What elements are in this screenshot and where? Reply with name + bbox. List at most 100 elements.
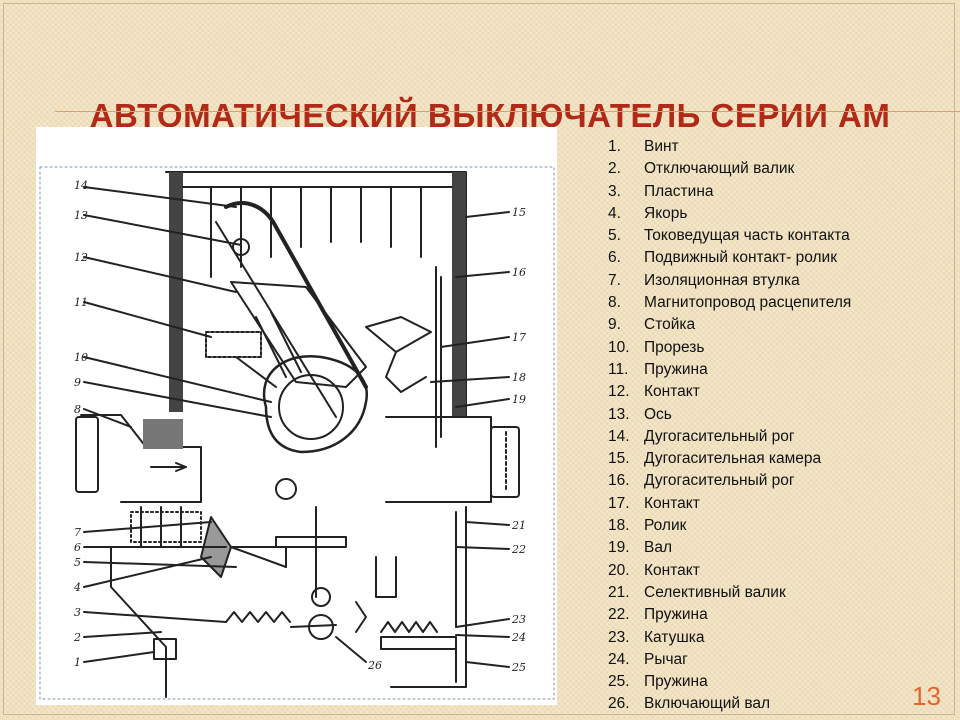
list-item: 3. Пластина	[608, 181, 851, 203]
list-item-number: 13.	[608, 405, 630, 423]
callout-22: 22	[511, 543, 526, 556]
list-item-number: 6.	[608, 249, 621, 267]
callout-8: 8	[74, 403, 81, 416]
callout-21: 21	[511, 519, 526, 532]
list-item-label: Селективный валик	[644, 583, 786, 601]
callout-17: 17	[512, 331, 526, 344]
list-item-label: Контакт	[644, 494, 700, 512]
list-item-label: Пружина	[644, 360, 708, 378]
list-item-number: 3.	[608, 182, 621, 200]
callout-13: 13	[74, 209, 88, 222]
list-item-number: 5.	[608, 227, 621, 245]
callout-9: 9	[74, 376, 81, 389]
list-item: 25. Пружина	[608, 671, 851, 693]
list-item-number: 12.	[608, 383, 630, 401]
list-item-label: Контакт	[644, 383, 700, 401]
list-item-label: Вал	[644, 539, 673, 557]
list-item: 14. Дугогасительный рог	[608, 426, 851, 448]
list-item: 21. Селективный валик	[608, 582, 851, 604]
list-item: 7.Изоляционная втулка	[608, 270, 851, 292]
list-item-number: 4.	[608, 204, 621, 222]
list-item: 16. Дугогасительный рог	[608, 470, 851, 492]
list-item-label: Подвижный контакт- ролик	[644, 249, 837, 267]
list-item: 15. Дугогасительная камера	[608, 448, 851, 470]
callout-11: 11	[74, 296, 88, 309]
callout-3: 3	[74, 606, 81, 619]
list-item-number: 21.	[608, 583, 630, 601]
list-item-label: Контакт	[644, 561, 700, 579]
list-item-label: Пружина	[644, 673, 708, 691]
list-item-label: Магнитопровод расцепителя	[644, 294, 852, 312]
list-item-number: 22.	[608, 606, 630, 624]
callout-23: 23	[511, 613, 526, 626]
list-item-number: 9.	[608, 316, 621, 334]
list-item-label: Стойка	[644, 316, 696, 334]
callout-16: 16	[512, 266, 526, 279]
callout-14: 14	[74, 179, 88, 192]
page-number: 13	[912, 681, 941, 711]
parts-list: 1. Винт 2. Отключающий валик 3. Пластина 4. Яко…	[608, 136, 851, 716]
list-item-label: Якорь	[644, 204, 688, 222]
list-item-number: 25.	[608, 673, 630, 691]
list-item-label: Рычаг	[644, 650, 688, 668]
list-item-number: 20.	[608, 561, 630, 579]
list-item: 12. Контакт	[608, 381, 851, 403]
list-item-label: Пружина	[644, 606, 708, 624]
list-item-number: 19.	[608, 539, 630, 557]
list-item-label: Дугогасительная камера	[644, 450, 822, 468]
callout-1: 1	[74, 656, 81, 669]
list-item-label: Дугогасительный рог	[644, 427, 795, 445]
list-item-label: Отключающий валик	[644, 160, 795, 178]
list-item-number: 8.	[608, 294, 621, 312]
callout-2: 2	[73, 631, 81, 644]
list-item: 9. Стойка	[608, 314, 851, 336]
callout-15: 15	[512, 206, 526, 219]
callout-24: 24	[511, 631, 526, 644]
slide-frame	[3, 3, 955, 715]
list-item: 5. Токоведущая часть контакта	[608, 225, 851, 247]
list-item-number: 16.	[608, 472, 630, 490]
list-item-number: 7.	[608, 271, 621, 289]
list-item-label: Ролик	[644, 517, 687, 535]
breaker-diagram: 14 13 12 11 10 9 8 7 6 5 4 3 2 1 15 16 1…	[36, 127, 557, 705]
callout-5: 5	[74, 556, 81, 569]
list-item: 19. Вал	[608, 537, 851, 559]
list-item-label: Пластина	[644, 182, 714, 200]
list-item-number: 14.	[608, 427, 630, 445]
title-underline	[55, 111, 960, 112]
callout-26: 26	[367, 659, 382, 672]
list-item-number: 23.	[608, 628, 630, 646]
list-item-label: Токоведущая часть контакта	[644, 227, 850, 245]
list-item-number: 24.	[608, 650, 630, 668]
list-item-label: Катушка	[644, 628, 705, 646]
list-item: 26. Включающий вал	[608, 693, 851, 715]
list-item: 17.Контакт	[608, 493, 851, 515]
list-item: 8. Магнитопровод расцепителя	[608, 292, 851, 314]
breaker-diagram-drawing: 14 13 12 11 10 9 8 7 6 5 4 3 2 1 15 16 1…	[39, 166, 555, 700]
list-item-number: 15.	[608, 450, 630, 468]
list-item: 24. Рычаг	[608, 649, 851, 671]
list-item: 22. Пружина	[608, 604, 851, 626]
callout-10: 10	[74, 351, 88, 364]
list-item-label: Дугогасительный рог	[644, 472, 795, 490]
list-item-number: 11.	[608, 360, 629, 378]
list-item: 18. Ролик	[608, 515, 851, 537]
list-item: 20. Контакт	[608, 560, 851, 582]
list-item-number: 2.	[608, 160, 621, 178]
list-item-number: 18.	[608, 517, 630, 535]
list-item-number: 1.	[608, 138, 621, 155]
list-item-label: Включающий вал	[644, 695, 771, 713]
callout-25: 25	[511, 661, 526, 674]
list-item-number: 10.	[608, 338, 630, 356]
callout-18: 18	[512, 371, 526, 384]
list-item-number: 26.	[608, 695, 630, 713]
list-item-label: Прорезь	[644, 338, 705, 356]
list-item-label: Ось	[644, 405, 672, 423]
list-item: 2. Отключающий валик	[608, 158, 851, 180]
callout-12: 12	[74, 251, 88, 264]
list-item: 13. Ось	[608, 404, 851, 426]
list-item: 10. Прорезь	[608, 337, 851, 359]
list-item: 23. Катушка	[608, 627, 851, 649]
list-item-label: Винт	[644, 138, 679, 155]
callout-4: 4	[73, 581, 81, 594]
